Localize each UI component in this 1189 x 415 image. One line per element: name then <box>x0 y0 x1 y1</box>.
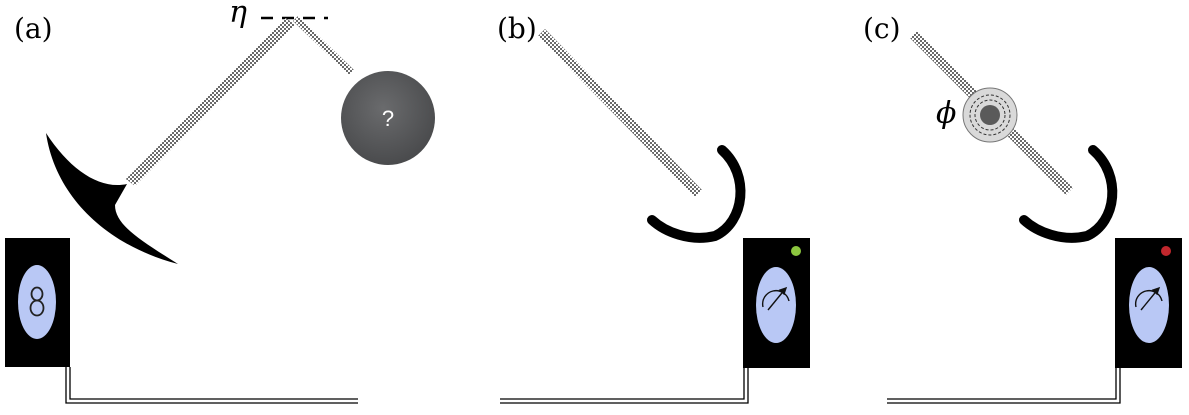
device-b-screen <box>756 267 796 343</box>
panel-c-label: (c) <box>863 12 901 45</box>
infinity-icon <box>29 286 45 317</box>
device-c-screen <box>1129 267 1169 343</box>
cable-c-inner <box>887 367 1117 400</box>
panel-b: (b) <box>497 12 810 404</box>
panel-b-label: (b) <box>497 12 537 45</box>
device-a-screen <box>18 265 56 339</box>
panel-c: (c) ϕ <box>863 12 1182 404</box>
beam-a-right <box>293 16 354 75</box>
panel-a: (a) η ? <box>5 0 435 404</box>
dish-antenna <box>46 133 178 264</box>
collector-c <box>1019 145 1118 243</box>
beam-b <box>538 29 702 197</box>
cable-b-inner <box>500 367 745 400</box>
device-b-indicator-light <box>791 246 801 256</box>
cable-a-outer <box>65 367 358 404</box>
phase-plate <box>962 87 1018 143</box>
collector-b <box>647 145 746 243</box>
unknown-source-question-mark: ? <box>382 106 394 131</box>
cable-b-outer <box>500 367 749 404</box>
beam-a-left <box>126 18 295 186</box>
device-c-indicator-light <box>1161 246 1171 256</box>
eta-symbol: η <box>229 0 247 30</box>
meter-gauge-icon <box>761 286 790 311</box>
panel-a-label: (a) <box>14 12 53 45</box>
unknown-source-disk <box>341 71 435 165</box>
meter-gauge-icon <box>1134 286 1163 311</box>
phase-symbol: ϕ <box>936 96 956 131</box>
cable-a-inner <box>69 367 358 400</box>
cable-c-outer <box>887 367 1121 404</box>
